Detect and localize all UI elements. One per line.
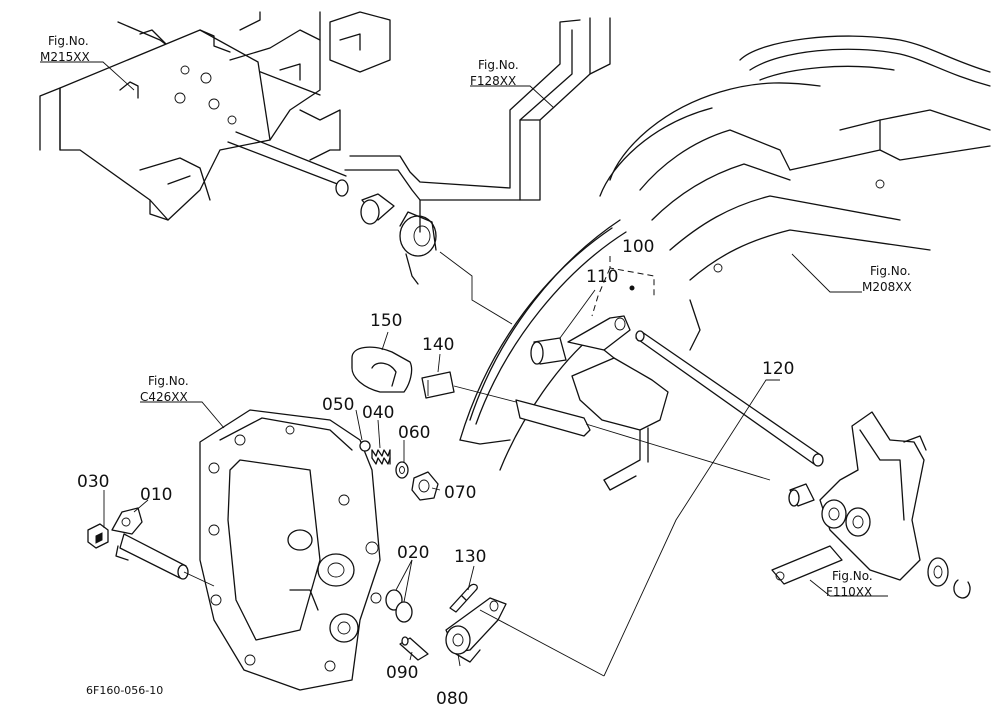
part-150-knob (351, 346, 413, 393)
part-label-090: 090 (386, 663, 418, 683)
part-label-110: 110 (586, 267, 618, 287)
fig-ref-code: F128XX (470, 74, 516, 88)
part-label-030: 030 (77, 472, 109, 492)
part-050-ball (359, 440, 371, 452)
drawing-code: 6F160-056-10 (86, 684, 163, 697)
part-label-130: 130 (454, 547, 486, 567)
fig-ref-title: Fig.No. (870, 264, 911, 278)
part-030-block (87, 523, 109, 549)
fig-ref-title: Fig.No. (478, 58, 519, 72)
fig-ref-f110: Fig.No. F110XX (826, 569, 873, 599)
part-140-insert (421, 371, 455, 399)
part-020-o-rings (385, 589, 413, 623)
part-120-rod (635, 330, 824, 467)
part-label-070: 070 (444, 483, 476, 503)
part-010-shaft (111, 507, 189, 580)
fig-ref-code: F110XX (826, 585, 872, 599)
part-label-040: 040 (362, 403, 394, 423)
part-label-020: 020 (397, 543, 429, 563)
part-070-plug (411, 471, 439, 501)
part-080-arm (445, 597, 507, 663)
fig-ref-m215: Fig.No. M215XX (40, 34, 90, 64)
leader-lines (40, 61, 888, 677)
fig-ref-f128: Fig.No. F128XX (470, 58, 519, 88)
part-label-080: 080 (436, 689, 468, 709)
part-130-cotter-pin (449, 583, 478, 613)
upper-bracket-assembly (39, 11, 437, 285)
fig-ref-code: C426XX (140, 390, 188, 404)
fig-ref-code: M215XX (40, 50, 90, 64)
part-100-lever-assembly (515, 285, 669, 491)
fig-ref-c426: Fig.No. C426XX (140, 374, 189, 404)
part-label-140: 140 (422, 335, 454, 355)
part-060-washer (395, 461, 409, 479)
transmission-case (199, 409, 382, 691)
part-label-100: 100 (622, 237, 654, 257)
part-label-060: 060 (398, 423, 430, 443)
fig-ref-title: Fig.No. (148, 374, 189, 388)
fig-ref-title: Fig.No. (832, 569, 873, 583)
fig-ref-m208: Fig.No. M208XX (862, 264, 912, 294)
part-040-spring (371, 449, 391, 465)
part-110-bushing (530, 337, 567, 365)
part-label-050: 050 (322, 395, 354, 415)
fig-ref-code: M208XX (862, 280, 912, 294)
fender-m208 (459, 35, 991, 471)
frame-f128 (344, 17, 611, 233)
part-label-120: 120 (762, 359, 794, 379)
part-labels: 030 010 050 040 060 070 020 130 090 080 … (77, 237, 794, 709)
bracket-f110 (771, 411, 971, 599)
part-090-pin (399, 636, 429, 661)
part-label-150: 150 (370, 311, 402, 331)
part-label-010: 010 (140, 485, 172, 505)
fig-ref-title: Fig.No. (48, 34, 89, 48)
